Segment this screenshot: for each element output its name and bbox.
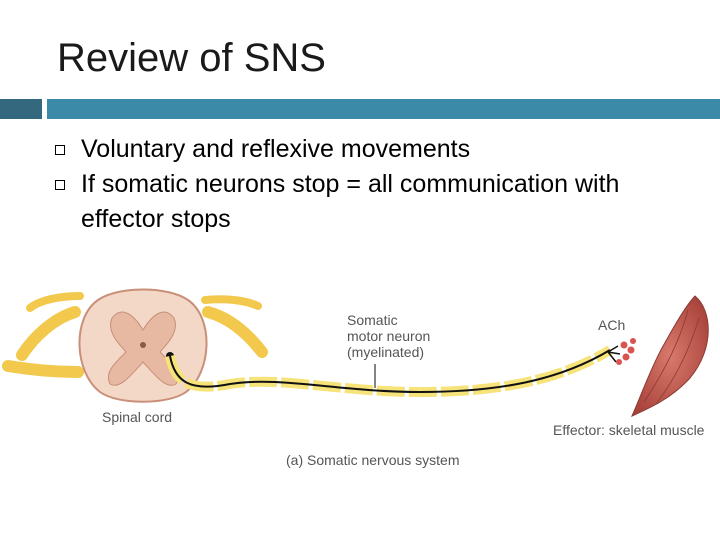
square-bullet-icon [55, 180, 65, 190]
skeletal-muscle [631, 295, 709, 417]
spinal-nerve-left [2, 292, 84, 378]
label-ach: ACh [598, 317, 625, 333]
label-neuron-line2: motor neuron [347, 328, 430, 344]
bullet-text: If somatic neurons stop = all communicat… [81, 170, 620, 233]
somatic-nervous-system-diagram: Somatic motor neuron (myelinated) ACh Sp… [2, 288, 709, 468]
title-rule-left [0, 99, 42, 119]
spinal-nerve-right [201, 295, 268, 358]
axon-terminal [607, 338, 636, 365]
bullet-list: Voluntary and reflexive movements If som… [55, 132, 675, 237]
square-bullet-icon [55, 145, 65, 155]
bullet-item: Voluntary and reflexive movements [55, 132, 675, 167]
label-effector: Effector: skeletal muscle [553, 422, 705, 438]
label-neuron-line3: (myelinated) [347, 344, 424, 360]
bullet-text: Voluntary and reflexive movements [81, 135, 471, 163]
figure-caption: (a) Somatic nervous system [286, 452, 460, 468]
title-rule-right [47, 99, 720, 119]
label-spinal-cord: Spinal cord [102, 409, 172, 425]
bullet-item: If somatic neurons stop = all communicat… [55, 167, 675, 237]
label-neuron-line1: Somatic [347, 312, 398, 328]
slide-title: Review of SNS [57, 36, 326, 80]
myelinated-axon [165, 345, 613, 398]
